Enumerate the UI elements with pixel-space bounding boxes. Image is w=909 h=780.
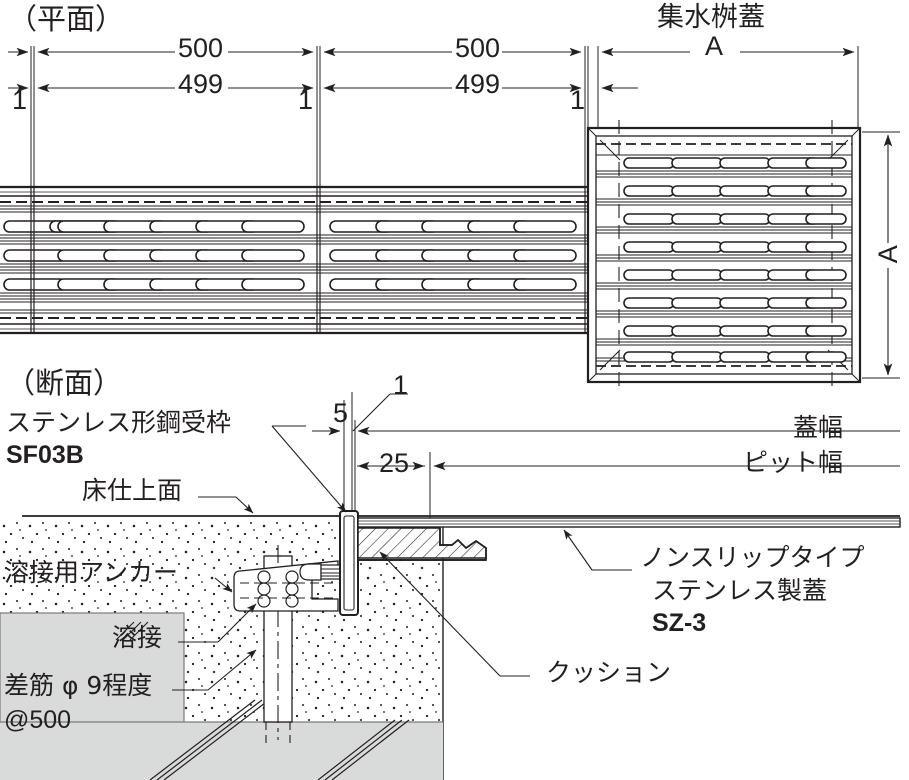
label-cover-type-line1: ノンスリップタイプ: [640, 543, 865, 572]
label-rebar-line2: @500: [4, 706, 72, 734]
basin-slot-grid: [623, 157, 847, 363]
catch-basin-cover-group: [586, 120, 862, 390]
cushion-section: [357, 527, 487, 561]
dim-1-section: 1: [393, 370, 409, 400]
slab-diagonal-hatch: [149, 699, 410, 780]
dim-500-left: 500: [178, 33, 224, 63]
dim-500-right: 500: [455, 33, 501, 63]
label-weld: 溶接: [112, 623, 163, 652]
hatch-ticks-upper: [115, 621, 149, 641]
plan-grating-joints: [30, 186, 586, 334]
dim-25-section: 25: [379, 448, 410, 478]
label-floor-finish: 床仕上面: [82, 476, 183, 505]
weld-anchor: [233, 560, 342, 612]
plan-dimension-group: [8, 46, 900, 379]
catch-basin-title: 集水桝蓋: [657, 2, 765, 33]
dim-A-horizontal: A: [705, 31, 724, 61]
label-cover-type-line2: ステンレス製蓋: [652, 576, 828, 605]
label-rebar-line1: 差筋 φ 9程度: [4, 671, 153, 700]
dim-5-section: 5: [333, 398, 349, 428]
dim-1-third: 1: [570, 85, 586, 115]
dim-1-second: 1: [298, 85, 314, 115]
dim-A-vertical: A: [872, 245, 903, 264]
label-pit-width: ピット幅: [743, 448, 844, 477]
label-steel-frame-code: SF03B: [6, 441, 84, 469]
plan-slot-columns: [57, 220, 577, 291]
label-cushion: クッション: [546, 658, 672, 687]
cover-plate: [357, 517, 901, 528]
label-steel-frame: ステンレス形鋼受枠: [6, 408, 232, 437]
label-cover-code: SZ-3: [652, 609, 707, 637]
dim-499-right: 499: [455, 69, 501, 99]
section-view-group: [0, 392, 901, 780]
dim-1-first: 1: [12, 85, 28, 115]
label-cover-width: 蓋幅: [793, 413, 844, 442]
label-weld-anchor: 溶接用アンカー: [4, 558, 179, 587]
plan-view-title: （平面）: [8, 2, 125, 36]
dim-499-left: 499: [178, 69, 224, 99]
section-view-title: （断面）: [6, 366, 123, 400]
